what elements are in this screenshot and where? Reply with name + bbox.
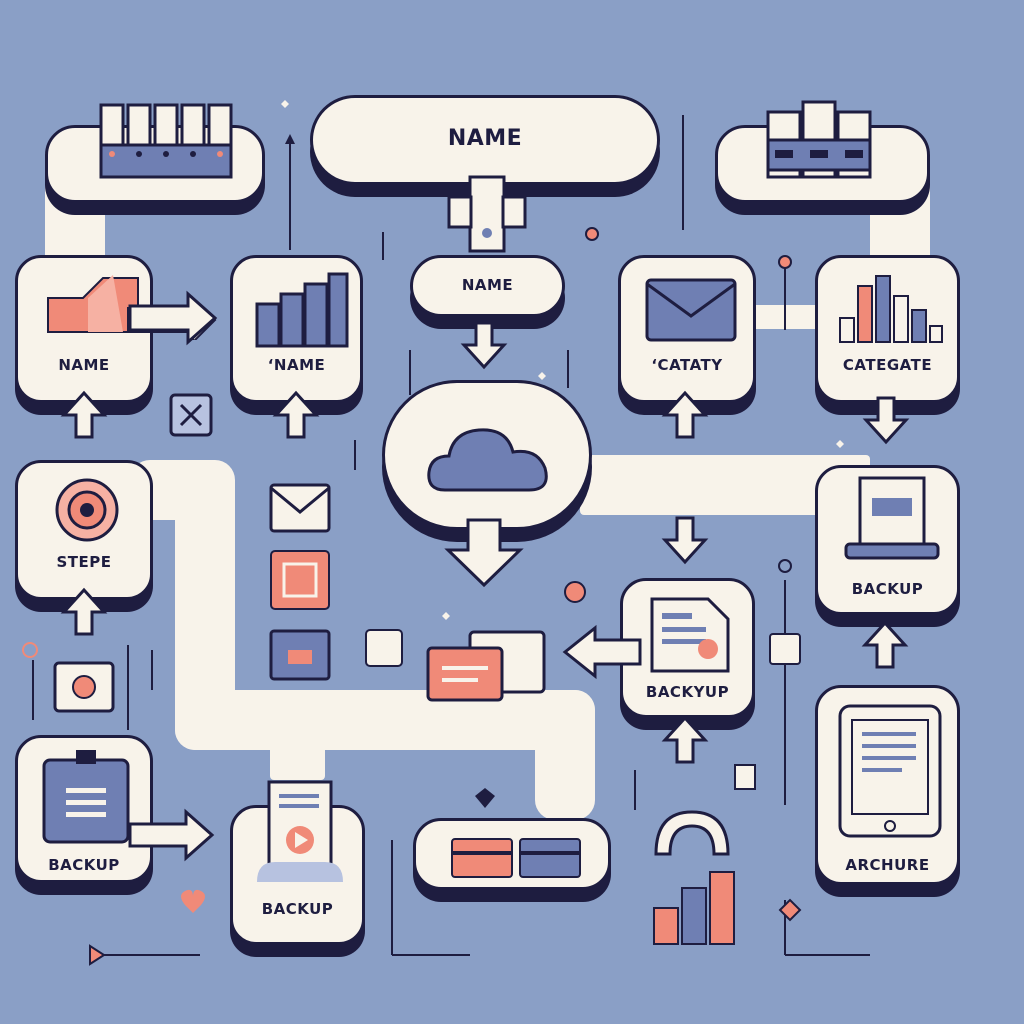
mid-name-card[interactable]: NAME	[410, 255, 565, 317]
bar-chart-small-icon	[653, 871, 735, 945]
pipe-big-right	[535, 690, 595, 820]
cloud-icon	[427, 428, 548, 492]
camera-icon	[53, 661, 115, 713]
folders-card[interactable]	[413, 818, 611, 890]
folder-icon	[47, 275, 217, 340]
archure-card[interactable]: ARCHURE	[815, 685, 960, 885]
server-card-left[interactable]	[45, 103, 265, 203]
stepe-label: STEPE	[56, 553, 112, 571]
folder-pair-icon	[451, 838, 581, 878]
server-card-right[interactable]	[715, 100, 930, 203]
laptop-icon	[844, 476, 940, 560]
left-name-card[interactable]: NAME	[15, 255, 217, 403]
backup-left-card[interactable]: BACKUP	[15, 735, 153, 883]
categate-label: CATEGATE	[842, 356, 933, 374]
server-rack-icon	[99, 103, 233, 179]
server-tower-icon	[447, 175, 527, 253]
tablet-icon	[838, 704, 942, 838]
mid-name-label: NAME	[461, 276, 514, 294]
video-icon	[257, 780, 343, 882]
close-icon[interactable]	[168, 392, 214, 438]
photo-frame-icon	[270, 550, 330, 610]
mail-tray-icon	[269, 629, 331, 681]
clipboard-icon	[42, 750, 130, 844]
envelope-small-icon	[269, 483, 331, 533]
backyup-label: BACKYUP	[645, 683, 730, 701]
backup-right-label: BACKUP	[851, 580, 924, 598]
pipe-big-bottom	[175, 690, 595, 750]
database-icon	[255, 272, 349, 348]
arch-icon	[654, 810, 730, 856]
catalog-label: ‘CATATY	[651, 356, 723, 374]
stepe-card[interactable]: STEPE	[15, 460, 153, 600]
record-icon	[55, 478, 119, 542]
envelope-icon	[645, 278, 737, 342]
backup-bottom-card[interactable]: BACKUP	[230, 780, 365, 945]
archure-label: ARCHURE	[845, 856, 930, 874]
server-rack-icon-right	[766, 100, 872, 179]
categate-card[interactable]: CATEGATE	[815, 255, 960, 403]
top-name-label: NAME	[447, 126, 523, 151]
backyup-card[interactable]: BACKYUP	[620, 578, 755, 718]
catalog-card[interactable]: ‘CATATY	[618, 255, 756, 403]
card-stack-icon[interactable]	[424, 628, 554, 704]
backup-right-card[interactable]: BACKUP	[815, 465, 960, 615]
backup-left-label: BACKUP	[48, 856, 120, 874]
left-name-label: NAME	[58, 356, 110, 374]
pipe-center-down	[270, 690, 325, 780]
second-name-label: ‘NAME	[267, 356, 326, 374]
backup-bottom-label: BACKUP	[261, 900, 334, 918]
document-icon	[650, 597, 730, 673]
top-name-banner[interactable]: NAME	[310, 95, 660, 185]
cloud-hub[interactable]	[382, 380, 592, 530]
bar-chart-icon	[839, 275, 943, 343]
second-name-card[interactable]: ‘NAME	[230, 255, 363, 403]
